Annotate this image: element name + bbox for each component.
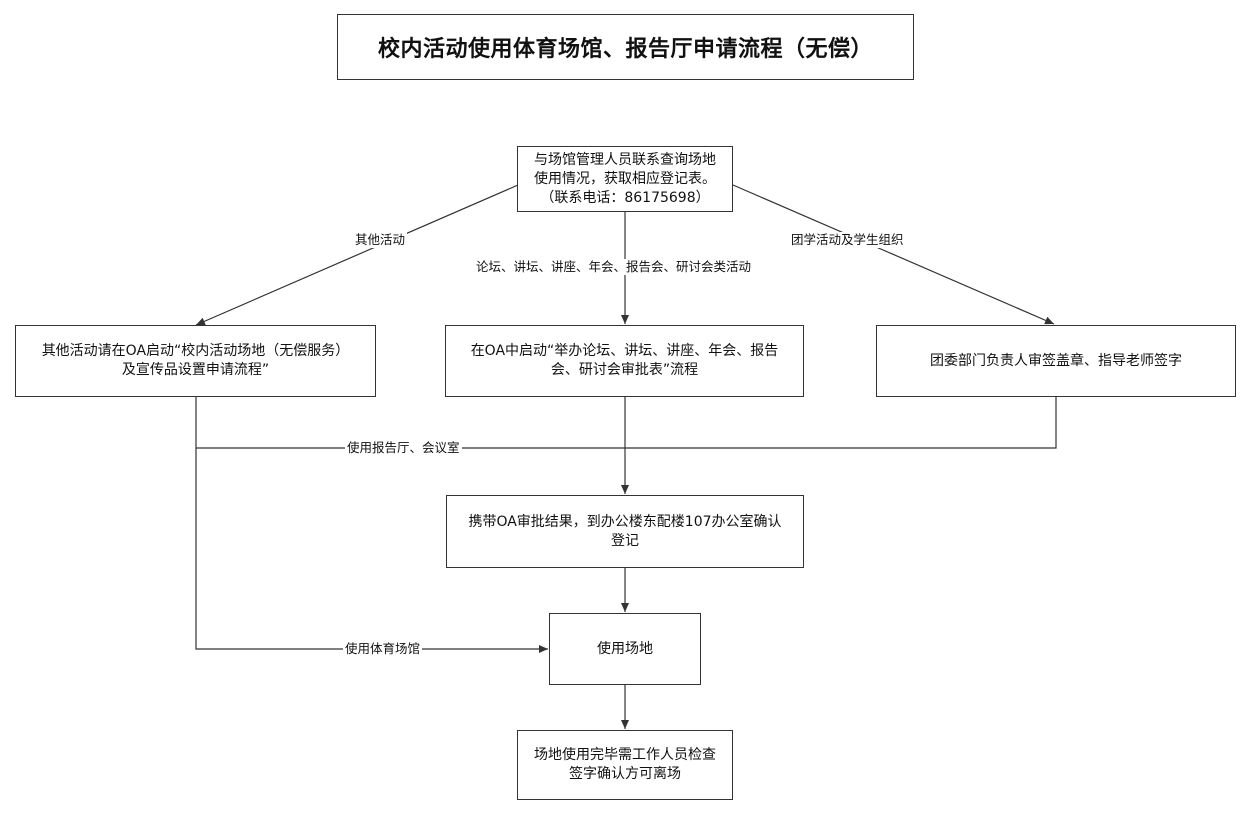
youth-league-node: 团委部门负责人审签盖章、指导老师签字 <box>876 325 1236 397</box>
edge-label-league-student: 团学活动及学生组织 <box>789 232 906 248</box>
edge-label-use-hall: 使用报告厅、会议室 <box>345 440 462 456</box>
title-box: 校内活动使用体育场馆、报告厅申请流程（无偿） <box>337 14 914 80</box>
edge-contact-to-other <box>195 184 519 326</box>
use-venue-node: 使用场地 <box>549 613 701 685</box>
register-node: 携带OA审批结果，到办公楼东配楼107办公室确认 登记 <box>446 495 804 568</box>
edge-label-forum-types: 论坛、讲坛、讲座、年会、报告会、研讨会类活动 <box>474 259 754 275</box>
other-activity-oa-node: 其他活动请在OA启动“校内活动场地（无偿服务） 及宣传品设置申请流程” <box>15 325 376 397</box>
edge-label-other-activities: 其他活动 <box>353 232 408 248</box>
edge-other-to-use <box>195 448 548 653</box>
check-out-node: 场地使用完毕需工作人员检查 签字确认方可离场 <box>517 730 733 800</box>
page-title: 校内活动使用体育场馆、报告厅申请流程（无偿） <box>377 37 873 62</box>
forum-oa-node: 在OA中启动“举办论坛、讲坛、讲座、年会、报告 会、研讨会审批表”流程 <box>445 325 804 397</box>
edge-contact-to-league <box>732 184 1055 325</box>
edge-label-use-gym: 使用体育场馆 <box>343 641 423 657</box>
edge-league-to-register <box>625 397 1057 449</box>
contact-venue-node: 与场馆管理人员联系查询场地 使用情况，获取相应登记表。 （联系电话：861756… <box>517 146 733 212</box>
